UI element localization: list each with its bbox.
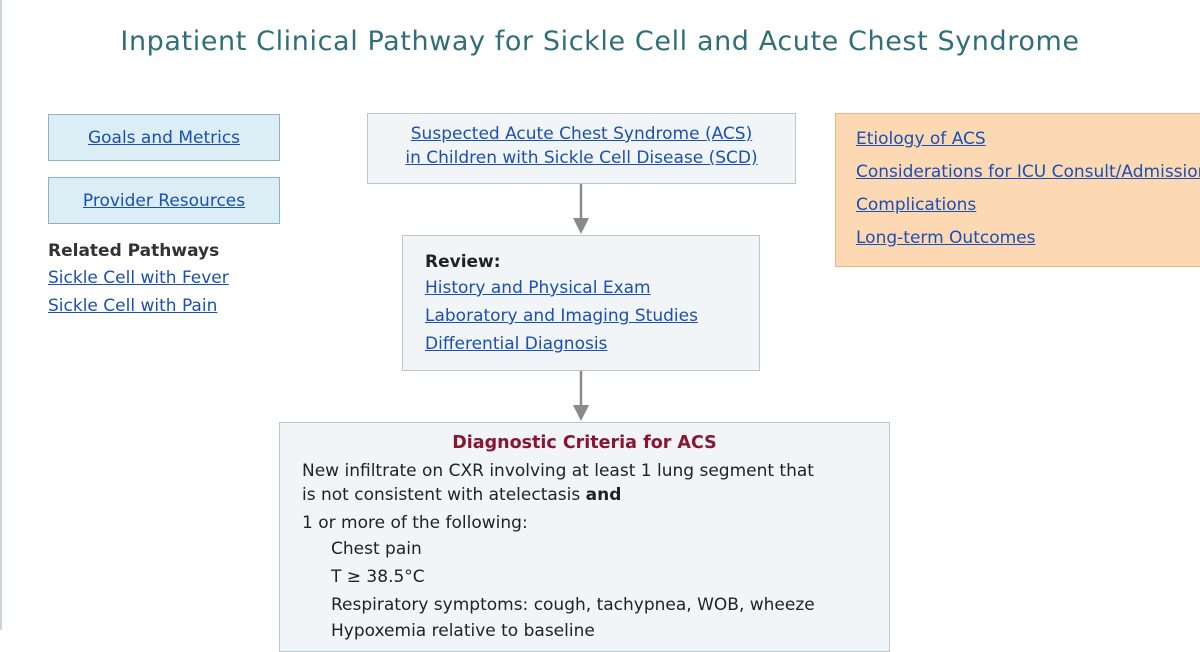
start-node-box: Suspected Acute Chest Syndrome (ACS) in … <box>367 113 796 184</box>
page-title: Inpatient Clinical Pathway for Sickle Ce… <box>120 26 1080 57</box>
goals-and-metrics-box[interactable]: Goals and Metrics <box>48 114 280 161</box>
criteria-line-2-text: is not consistent with atelectasis <box>302 485 581 505</box>
reference-links-box: Etiology of ACS Considerations for ICU C… <box>835 113 1200 267</box>
arrow-down-icon <box>573 371 589 421</box>
criteria-item-hypoxemia: Hypoxemia relative to baseline <box>331 621 595 641</box>
related-pathways-heading: Related Pathways <box>48 241 220 261</box>
ref-link-long-term-outcomes[interactable]: Long-term Outcomes <box>856 228 1036 248</box>
arrow-down-icon <box>573 184 589 234</box>
provider-resources-link[interactable]: Provider Resources <box>82 190 246 211</box>
related-link-fever[interactable]: Sickle Cell with Fever <box>48 268 229 288</box>
page-left-border <box>0 0 2 630</box>
ref-link-icu-consult[interactable]: Considerations for ICU Consult/Admission <box>856 162 1200 182</box>
diagnostic-criteria-box: Diagnostic Criteria for ACS New infiltra… <box>279 422 890 652</box>
ref-link-complications[interactable]: Complications <box>856 195 977 215</box>
criteria-item-chest-pain: Chest pain <box>331 539 422 559</box>
diagnostic-criteria-title: Diagnostic Criteria for ACS <box>452 433 717 453</box>
criteria-line-3: 1 or more of the following: <box>302 513 528 533</box>
review-link-history[interactable]: History and Physical Exam <box>425 278 651 298</box>
review-heading: Review: <box>425 252 501 272</box>
goals-and-metrics-link[interactable]: Goals and Metrics <box>87 127 241 148</box>
start-node-link-line2[interactable]: in Children with Sickle Cell Disease (SC… <box>405 148 758 168</box>
start-node-link-line1[interactable]: Suspected Acute Chest Syndrome (ACS) <box>410 124 753 144</box>
ref-link-etiology[interactable]: Etiology of ACS <box>856 129 986 149</box>
criteria-and-bold: and <box>585 485 622 505</box>
review-node-box: Review: History and Physical Exam Labora… <box>402 235 760 371</box>
related-link-pain[interactable]: Sickle Cell with Pain <box>48 296 218 316</box>
criteria-line-2: is not consistent with atelectasis and <box>302 485 621 505</box>
criteria-item-temperature: T ≥ 38.5°C <box>331 567 425 587</box>
review-link-differential[interactable]: Differential Diagnosis <box>425 334 608 354</box>
criteria-line-1: New infiltrate on CXR involving at least… <box>302 461 814 481</box>
provider-resources-box[interactable]: Provider Resources <box>48 177 280 224</box>
review-link-lab-imaging[interactable]: Laboratory and Imaging Studies <box>425 306 698 326</box>
criteria-item-respiratory: Respiratory symptoms: cough, tachypnea, … <box>331 595 815 615</box>
